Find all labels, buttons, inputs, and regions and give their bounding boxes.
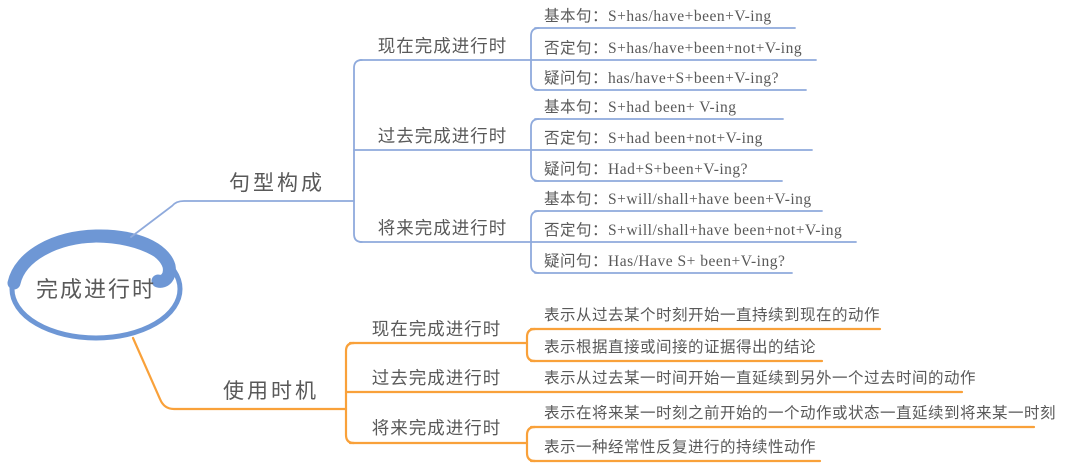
leaf-question-sentence-present: 疑问句：has/have+S+been+V-ing? bbox=[544, 70, 779, 87]
leaf-usage-present-2: 表示根据直接或间接的证据得出的结论 bbox=[544, 339, 817, 356]
line-top-trunk bbox=[353, 59, 363, 243]
leaf-negative-sentence-past: 否定句：S+had been+not+V-ing bbox=[544, 130, 763, 147]
leaf-usage-future-1: 表示在将来某一时刻之前开始的一个动作或状态一直延续到将来某一时刻 bbox=[544, 405, 1057, 422]
leaf-basic-sentence-present: 基本句：S+has/have+been+V-ing bbox=[544, 8, 772, 25]
leaf-negative-sentence-future: 否定句：S+will/shall+have been+not+V-ing bbox=[544, 222, 843, 239]
leaf-usage-future-2: 表示一种经常性反复进行的持续性动作 bbox=[544, 439, 817, 456]
leaf-usage-past-1: 表示从过去某一时间开始一直延续到另外一个过去时间的动作 bbox=[544, 370, 977, 387]
subbranch-future-perfect-continuous-usage: 将来完成进行时 bbox=[371, 418, 502, 438]
subbranch-present-perfect-continuous-usage: 现在完成进行时 bbox=[371, 319, 502, 339]
line-root-to-usage bbox=[131, 336, 348, 411]
line-bottom-group3-trunk bbox=[525, 425, 537, 463]
leaf-question-sentence-future: 疑问句：Has/Have S+ been+V-ing? bbox=[544, 253, 786, 270]
leaf-negative-sentence-present: 否定句：S+has/have+been+not+V-ing bbox=[544, 40, 803, 57]
subbranch-past-perfect-continuous-structure: 过去完成进行时 bbox=[377, 126, 508, 146]
line-root-to-sentence-structure bbox=[130, 200, 355, 238]
leaf-question-sentence-past: 疑问句：Had+S+been+V-ing? bbox=[544, 161, 749, 178]
leaf-basic-sentence-past: 基本句：S+had been+ V-ing bbox=[544, 99, 737, 116]
bottom-branch-lines bbox=[131, 327, 1036, 463]
line-bottom-group1-trunk bbox=[525, 327, 537, 363]
subbranch-future-perfect-continuous-structure: 将来完成进行时 bbox=[377, 218, 508, 238]
root-node-label: 完成进行时 bbox=[35, 277, 156, 302]
root-ellipse-brush-stroke bbox=[7, 229, 176, 290]
subbranch-past-perfect-continuous-usage: 过去完成进行时 bbox=[371, 368, 502, 388]
subbranch-present-perfect-continuous-structure: 现在完成进行时 bbox=[377, 36, 508, 56]
leaf-usage-present-1: 表示从过去某个时刻开始一直持续到现在的动作 bbox=[544, 307, 881, 324]
line-top-group1-trunk bbox=[530, 27, 540, 91]
branch-usage-label: 使用时机 bbox=[223, 379, 319, 403]
branch-sentence-structure-label: 句型构成 bbox=[229, 171, 325, 195]
top-branch-lines bbox=[130, 27, 857, 274]
leaf-basic-sentence-future: 基本句：S+will/shall+have been+V-ing bbox=[544, 191, 812, 208]
